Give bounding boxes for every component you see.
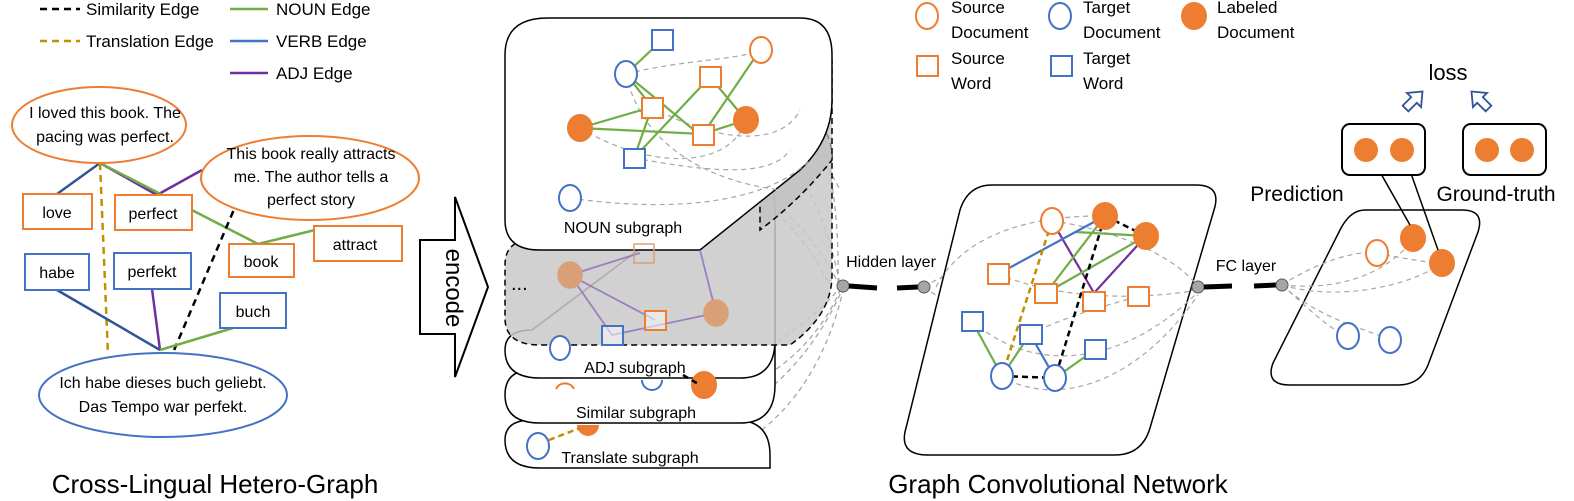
legend-src-word-2: Word (951, 74, 991, 93)
legend-noun-label: NOUN Edge (276, 0, 370, 19)
doc2-line2: me. The author tells a (234, 169, 389, 186)
word-node-book (228, 243, 295, 278)
source-document-swatch (915, 2, 939, 30)
word-book: book (244, 254, 280, 271)
doc2-line3: perfect story (267, 192, 355, 209)
doc3-line1: Ich habe dieses buch geliebt. (59, 375, 266, 392)
source-word-swatch (916, 55, 939, 77)
loss-arrow-right (1470, 90, 1493, 113)
legend-tgt-doc-1: Target (1083, 0, 1131, 17)
word-node-buch (219, 292, 287, 329)
doc1-line2: pacing was perfect. (36, 129, 174, 146)
word-node-habe (24, 253, 90, 291)
legend-src-doc-2: Document (951, 23, 1029, 42)
doc2-line1: This book really attracts (227, 146, 396, 163)
legend-labeled-2: Document (1217, 23, 1295, 42)
source-doc-node-1 (11, 86, 187, 164)
hetero-graph: I loved this book. The pacing was perfec… (11, 86, 420, 499)
legend-similarity-label: Similarity Edge (86, 0, 199, 19)
output-panel: Prediction Ground-truth loss (1250, 60, 1556, 386)
noun-subgraph-label: NOUN subgraph (564, 220, 682, 237)
legend-translation-label: Translation Edge (86, 32, 214, 51)
ground-truth-label: Ground-truth (1436, 183, 1555, 206)
hetero-graph-caption: Cross-Lingual Hetero-Graph (52, 469, 379, 499)
source-doc-node-2 (200, 135, 420, 221)
word-perfect: perfect (129, 206, 178, 223)
doc3-line2: Das Tempo war perfekt. (79, 399, 248, 416)
word-attract: attract (333, 237, 378, 254)
output-parallelogram (1270, 209, 1481, 386)
translate-subgraph-label: Translate subgraph (561, 450, 698, 467)
gcn-parallelogram (903, 184, 1217, 456)
labeled-document-swatch (1181, 2, 1207, 30)
similar-subgraph-label: Similar subgraph (576, 405, 696, 422)
word-node-love (22, 193, 93, 230)
noun-subgraph-layer (504, 17, 833, 251)
gcn-caption: Graph Convolutional Network (888, 469, 1229, 499)
subgraph-stack: NOUN subgraph ... ADJ subgraph Similar s… (504, 17, 844, 469)
doc1-line1: I loved this book. The (29, 105, 181, 122)
target-document-swatch (1048, 2, 1072, 30)
legend-edges: Similarity Edge Translation Edge NOUN Ed… (40, 0, 370, 83)
legend-tgt-word-2: Word (1083, 74, 1123, 93)
word-node-perfekt (113, 252, 192, 290)
fc-layer-label: FC layer (1216, 258, 1277, 275)
target-doc-node (38, 352, 288, 438)
loss-arrow-left (1401, 90, 1424, 113)
word-node-perfect (114, 194, 193, 231)
legend-adj-label: ADJ Edge (276, 64, 353, 83)
word-buch: buch (236, 304, 271, 321)
legend-src-doc-1: Source (951, 0, 1005, 17)
word-habe: habe (39, 265, 75, 282)
legend-labeled-1: Labeled (1217, 0, 1278, 17)
word-perfekt: perfekt (128, 264, 177, 281)
hidden-layer-label: Hidden layer (846, 254, 937, 271)
word-node-attract (313, 225, 403, 262)
fc-layer-connector: FC layer (1191, 258, 1289, 294)
word-love: love (42, 205, 71, 222)
legend-verb-label: VERB Edge (276, 32, 367, 51)
target-word-swatch (1050, 55, 1073, 77)
adj-subgraph-label: ADJ subgraph (584, 360, 685, 377)
stack-ellipsis: ... (511, 273, 528, 295)
encode-label: encode (440, 249, 467, 328)
prediction-box (1341, 123, 1426, 176)
legend-tgt-doc-2: Document (1083, 23, 1161, 42)
encode-arrow: encode (419, 196, 490, 378)
legend-src-word-1: Source (951, 49, 1005, 68)
loss-label: loss (1428, 60, 1467, 85)
ground-truth-box (1462, 123, 1547, 176)
legend-tgt-word-1: Target (1083, 49, 1131, 68)
prediction-label: Prediction (1250, 183, 1343, 206)
legend-nodes: Source Document Target Document Labeled … (915, 0, 1295, 93)
gcn-panel: Graph Convolutional Network (888, 184, 1229, 499)
